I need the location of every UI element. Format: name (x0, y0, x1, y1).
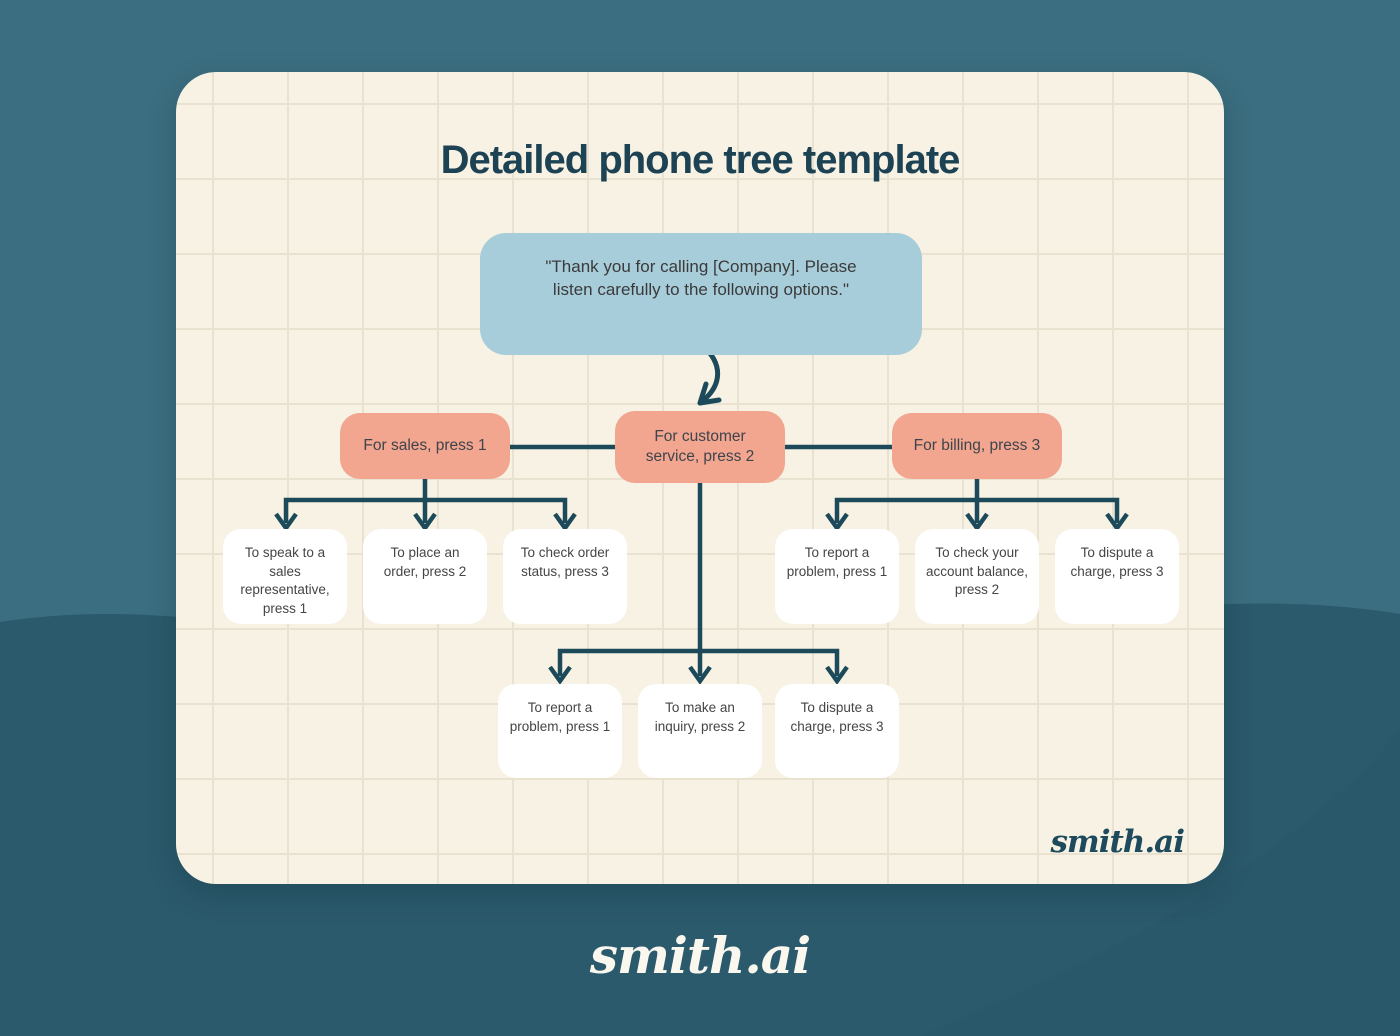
branch-node-label: For sales, press 1 (363, 436, 487, 454)
phone-tree-card: Detailed phone tree template (176, 72, 1224, 884)
arrowhead-icon (553, 512, 577, 532)
arrowhead-icon (825, 512, 849, 532)
arrowhead-icon (548, 665, 572, 685)
branch-node-label: For billing, press 3 (913, 436, 1041, 454)
billing-distribution-line (834, 497, 1120, 523)
leaf-node-make-inquiry: To make an inquiry, press 2 (638, 684, 762, 778)
service-distribution-line (557, 648, 840, 676)
sales-distribution-line (283, 497, 568, 523)
page-title: Detailed phone tree template (440, 138, 961, 182)
leaf-node-service-report-problem: To report a problem, press 1 (498, 684, 622, 778)
branch-node-label: For customer service, press 2 (645, 427, 755, 465)
leaf-node-place-order: To place an order, press 2 (363, 529, 487, 624)
branch-node-sales: For sales, press 1 (340, 413, 510, 479)
leaf-node-billing-dispute-charge: To dispute a charge, press 3 (1055, 529, 1179, 624)
arrowhead-icon (825, 665, 849, 685)
leaf-node-account-balance: To check your account balance, press 2 (915, 529, 1039, 624)
leaf-node-sales-representative: To speak to a sales representative, pres… (223, 529, 347, 624)
brand-logo-card: smith.ai (1050, 824, 1185, 860)
arrowhead-icon (965, 512, 989, 532)
leaf-node-service-dispute-charge: To dispute a charge, press 3 (775, 684, 899, 778)
root-node-label: "Thank you for calling [Company]. Please… (545, 257, 857, 299)
arrowhead-icon (1105, 512, 1129, 532)
leaf-node-billing-report-problem: To report a problem, press 1 (775, 529, 899, 624)
leaf-node-order-status: To check order status, press 3 (503, 529, 627, 624)
branch-node-billing: For billing, press 3 (892, 413, 1062, 479)
wave-shape-secondary (920, 730, 1400, 1036)
brand-logo-footer: smith.ai (589, 926, 811, 985)
branch-node-customer-service: For customer service, press 2 (615, 411, 785, 483)
root-node-greeting: "Thank you for calling [Company]. Please… (480, 233, 922, 355)
curved-arrowhead-icon (697, 381, 722, 406)
arrowhead-icon (274, 512, 298, 532)
arrowhead-icon (413, 512, 437, 532)
arrowhead-icon (688, 665, 712, 685)
